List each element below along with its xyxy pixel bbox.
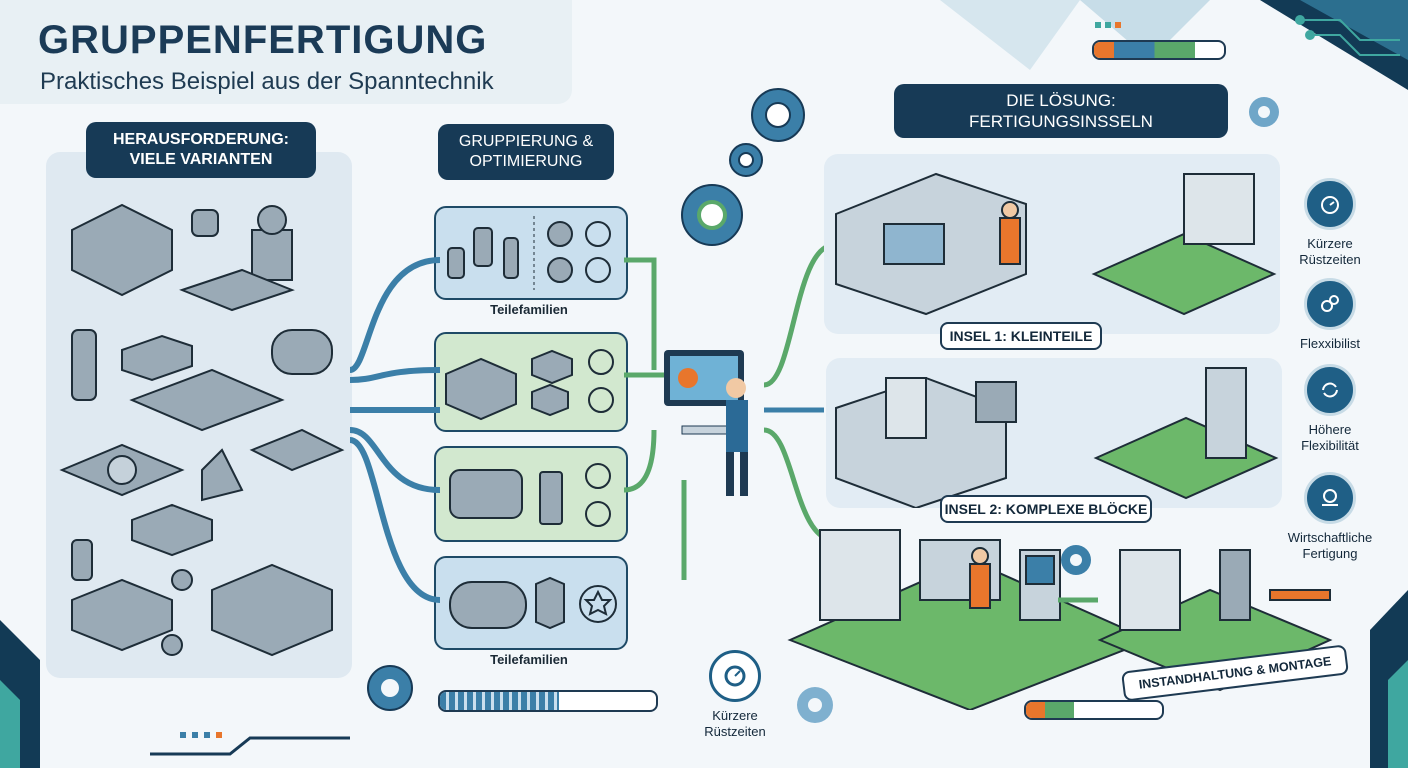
flow-arrows [624,245,824,580]
bottom-right-progress-bar [1024,700,1164,720]
bottom-progress-bar [438,690,658,712]
benefit-label: Flexxibilist [1300,336,1360,351]
cycle-arrows-icon [1304,364,1356,416]
gears-icon [1304,278,1356,330]
page-title: GRUPPENFERTIGUNG [38,18,488,62]
top-progress-bar [1092,40,1226,60]
gear-icon [1249,97,1279,127]
page-subtitle: Praktisches Beispiel aus der Spanntechni… [40,68,494,95]
circuit-decoration [940,0,1408,90]
family-parts-icon [449,576,617,630]
challenge-heading: HERAUSFORDERUNG: VIELE VARIANTEN [86,122,316,178]
benefit-4: Wirtschaftliche Fertigung [1270,472,1390,563]
grouping-heading: GRUPPIERUNG & OPTIMIERUNG [438,124,614,180]
distribution-arrows [348,257,440,603]
benefit-2: Flexxibilist [1270,278,1390,352]
island-1-panel [824,154,1280,334]
benefit-3: Höhere Flexibilität [1270,364,1390,455]
gauge-icon [709,650,761,702]
milling-cell-illustration [835,367,1279,510]
stopwatch-icon [1304,178,1356,230]
money-hand-icon [1304,472,1356,524]
benefit-label: Kürzere Rüstzeiten [1299,236,1361,268]
gear-icon [797,687,833,723]
bottom-circuit-decoration [150,732,350,756]
family-caption-top: Teilefamilien [490,302,568,317]
family-parts-icon [449,463,611,527]
island-2-label: INSEL 2: KOMPLEXE BLÖCKE [940,495,1152,523]
island-2-panel [826,358,1282,510]
engineer-workstation-illustration [664,350,748,496]
part-family-1 [434,206,628,300]
gears-illustration [681,88,805,246]
part-family-4 [434,556,628,650]
part-family-2 [434,332,628,432]
corner-decoration-left [0,620,40,768]
corner-decoration-right [1370,590,1408,768]
gear-icon [1061,545,1091,575]
solution-heading: DIE LÖSUNG: FERTIGUNGSINSSELN [894,84,1228,138]
benefit-label: Wirtschaftliche Fertigung [1287,530,1373,562]
bottom-badge-label: Kürzere Rüstzeiten [704,708,766,740]
title-area [0,0,572,104]
workpiece-parts-illustration [59,203,345,657]
benefit-label: Höhere Flexibilität [1301,422,1359,454]
family-parts-icon [447,216,611,290]
part-family-3 [434,446,628,542]
benefit-1: Kürzere Rüstzeiten [1270,178,1390,269]
family-parts-icon [445,349,614,421]
island-1-label: INSEL 1: KLEINTEILE [940,322,1102,350]
lathe-cell-illustration [835,172,1277,316]
bottom-badge: Kürzere Rüstzeiten [680,650,790,741]
gear-icon [367,665,413,711]
family-caption-bottom: Teilefamilien [490,652,568,667]
